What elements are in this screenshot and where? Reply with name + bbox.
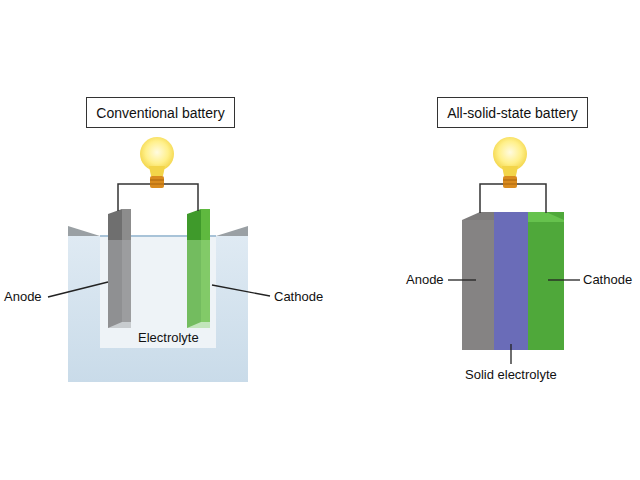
- light-bulb: [493, 137, 527, 188]
- title-text: All-solid-state battery: [438, 105, 587, 121]
- wire: [164, 184, 198, 211]
- leader-line: [448, 279, 476, 280]
- anode-plate: [108, 209, 131, 328]
- part-label: Cathode: [274, 289, 323, 305]
- leader-line: [212, 285, 270, 296]
- part-label: Anode: [4, 289, 42, 305]
- solid-state-cell: [462, 212, 564, 350]
- title-text: Conventional battery: [87, 105, 234, 121]
- wire: [517, 184, 546, 213]
- part-label: Solid electrolyte: [465, 367, 557, 383]
- part-label: Cathode: [583, 272, 632, 288]
- leader-line: [548, 279, 580, 280]
- wire: [480, 184, 503, 213]
- part-label: Anode: [406, 272, 444, 288]
- part-label: Electrolyte: [138, 330, 199, 346]
- light-bulb: [140, 137, 174, 188]
- electrolyte-tray: [68, 226, 248, 382]
- title-box: Conventional battery: [86, 97, 235, 128]
- wire: [118, 184, 150, 211]
- title-box: All-solid-state battery: [437, 97, 588, 128]
- leader-line: [510, 344, 511, 364]
- cathode-plate: [187, 209, 210, 328]
- leader-line: [48, 282, 108, 297]
